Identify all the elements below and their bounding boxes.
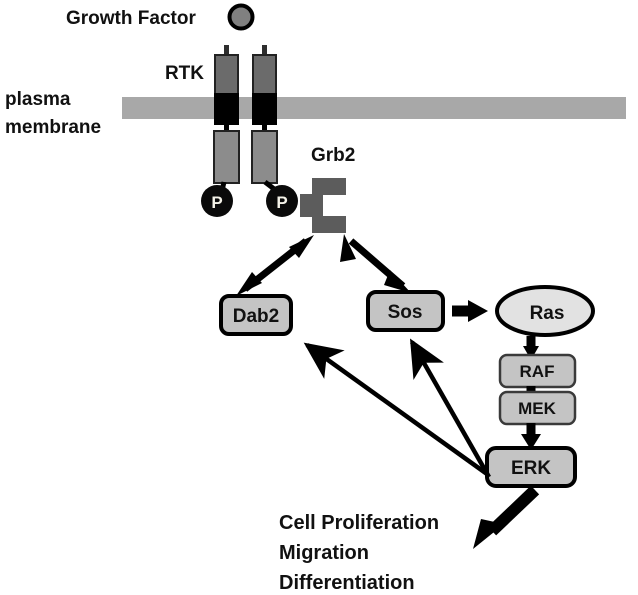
rtk-right-stalk-top xyxy=(262,45,267,57)
rtk-right-linker-lower xyxy=(262,121,267,133)
arrow-sos-ras xyxy=(452,300,488,322)
rtk-label: RTK xyxy=(165,63,204,84)
rtk-right-intracellular-domain xyxy=(251,130,278,184)
mek-box[interactable] xyxy=(498,390,577,426)
phospho-group-left: P xyxy=(201,185,233,217)
growth-factor-icon xyxy=(227,3,255,31)
rtk-left-intracellular-domain xyxy=(213,130,240,184)
arrow-grb2-sos xyxy=(340,234,411,293)
outcome-migration: Migration xyxy=(279,542,369,564)
rtk-left-linker-lower xyxy=(224,121,229,133)
rtk-receptor-right xyxy=(251,45,284,197)
grb2-bottom-bar xyxy=(312,216,346,233)
rtk-right-transmembrane-domain xyxy=(252,93,277,125)
sos-label: Sos xyxy=(388,302,423,323)
plasma-membrane-label-line1: plasma xyxy=(5,89,71,110)
arrow-erk-sos-feedback xyxy=(409,338,491,479)
rtk-left-stalk-top xyxy=(224,45,229,57)
phospho-circle-left xyxy=(201,185,233,217)
sos-box[interactable] xyxy=(366,290,445,332)
plasma-membrane-label-line2: membrane xyxy=(5,117,101,138)
grb2-sh2-domain xyxy=(300,194,323,217)
node-raf[interactable]: RAF xyxy=(498,353,577,389)
arrow-erk-dab2-feedback xyxy=(303,342,489,476)
node-sos[interactable]: Sos xyxy=(366,290,445,332)
raf-label: RAF xyxy=(520,362,555,381)
arrow-grb2-dab2 xyxy=(236,235,314,296)
phospho-label-right: P xyxy=(276,193,287,212)
phospho-circle-right xyxy=(266,185,298,217)
outcome-differentiation: Differentiation xyxy=(279,572,415,594)
dab2-label: Dab2 xyxy=(233,306,279,327)
node-mek[interactable]: MEK xyxy=(498,390,577,426)
mek-label: MEK xyxy=(518,399,557,418)
ras-label: Ras xyxy=(530,303,565,324)
raf-box[interactable] xyxy=(498,353,577,389)
dab2-box[interactable] xyxy=(219,294,293,336)
arrow-mek-erk xyxy=(521,423,541,450)
node-ras[interactable]: Ras xyxy=(495,285,595,337)
ras-ellipse[interactable] xyxy=(495,285,595,337)
phospho-label-left: P xyxy=(211,193,222,212)
erk-label: ERK xyxy=(511,458,551,479)
node-erk[interactable]: ERK xyxy=(485,446,577,488)
grb2-complex xyxy=(300,178,346,233)
arrow-ras-raf xyxy=(523,336,539,360)
grb2-label: Grb2 xyxy=(311,145,355,166)
growth-factor-label: Growth Factor xyxy=(66,8,196,29)
phospho-group-right: P xyxy=(266,185,298,217)
rtk-left-transmembrane-domain xyxy=(214,93,239,125)
rtk-receptor-left xyxy=(213,45,240,196)
grb2-top-bar xyxy=(312,178,346,195)
outcome-cell-proliferation: Cell Proliferation xyxy=(279,512,439,534)
arrow-erk-outcomes xyxy=(473,485,540,549)
node-dab2[interactable]: Dab2 xyxy=(219,294,293,336)
plasma-membrane-bar xyxy=(122,97,626,119)
